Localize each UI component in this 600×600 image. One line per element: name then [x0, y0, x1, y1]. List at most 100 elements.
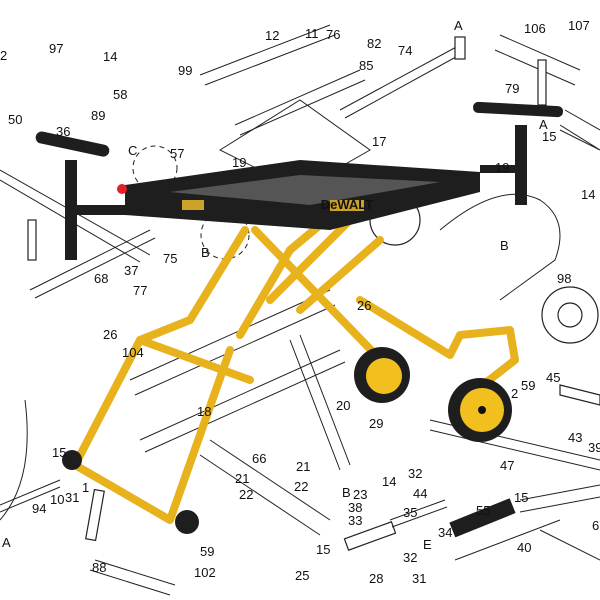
part-label: 38	[348, 500, 362, 515]
part-label: 106	[524, 21, 546, 36]
bracket-45	[559, 384, 600, 406]
part-label: 14	[103, 49, 117, 64]
part-label: 15	[52, 445, 66, 460]
callout-label: C	[128, 143, 137, 158]
foot-cap	[175, 510, 199, 534]
rod-15	[519, 484, 600, 513]
part-label: 19	[495, 160, 509, 175]
part-label: 19	[232, 155, 246, 170]
part-label: 34	[438, 525, 452, 540]
part-label: 33	[348, 513, 362, 528]
part-label: 25	[295, 568, 309, 583]
part-label: 14	[382, 474, 396, 489]
leg-rail-2	[139, 349, 346, 453]
part-label: 88	[92, 560, 106, 575]
part-label: 21	[296, 459, 310, 474]
foot-88	[89, 559, 176, 596]
part-label: 10	[50, 492, 64, 507]
bracket-A	[454, 36, 466, 60]
part-label: 104	[122, 345, 144, 360]
part-label: 28	[369, 571, 383, 586]
part-label: 2	[0, 48, 7, 63]
part-label: 20	[336, 398, 350, 413]
leg-rail-1	[129, 289, 336, 396]
part-label: 23	[353, 487, 367, 502]
wheels	[354, 347, 512, 442]
part-label: 77	[133, 283, 147, 298]
part-label: 89	[91, 108, 105, 123]
part-label: 57	[170, 146, 184, 161]
part-label: 44	[413, 486, 427, 501]
post-79	[537, 59, 547, 106]
leg-rail-b	[289, 334, 351, 471]
part-label: 58	[113, 87, 127, 102]
part-label: 29	[369, 416, 383, 431]
part-label: 35	[403, 505, 417, 520]
part-label: 75	[163, 251, 177, 266]
part-label: 85	[359, 58, 373, 73]
part-label: 26	[103, 327, 117, 342]
strip-82	[234, 69, 366, 136]
part-label: 22	[294, 479, 308, 494]
callout-label: A	[454, 18, 463, 33]
part-label: 2	[511, 386, 518, 401]
part-label: 40	[517, 540, 531, 555]
rod-34	[389, 499, 448, 528]
foot-cap	[62, 450, 82, 470]
detail-C	[132, 145, 178, 191]
cover-outline	[0, 399, 28, 521]
block-28	[343, 521, 397, 551]
part-label: 55	[476, 503, 490, 518]
part-label: 98	[557, 271, 571, 286]
part-label: 74	[398, 43, 412, 58]
rail-68	[29, 229, 156, 299]
bracket-14	[559, 109, 600, 151]
part-label: 43	[568, 430, 582, 445]
part-label: 26	[357, 298, 371, 313]
post-part	[27, 219, 37, 261]
brand-badge-text: DeWALT	[321, 197, 374, 212]
callout-label: A	[539, 117, 548, 132]
part-label: 32	[408, 466, 422, 481]
part-label: 15	[514, 490, 528, 505]
strip-99	[199, 24, 336, 86]
part-label: 12	[265, 28, 279, 43]
grip-55	[449, 498, 516, 538]
part-label: 79	[505, 81, 519, 96]
leg-rail-66	[199, 439, 331, 536]
part-label: 82	[367, 36, 381, 51]
part-label: 22	[239, 487, 253, 502]
left-support-post	[65, 160, 77, 260]
brand-badge	[330, 200, 364, 211]
part-label: 50	[8, 112, 22, 127]
part-label: 1	[82, 480, 89, 495]
left-support-bar	[35, 131, 110, 157]
part-label: 102	[194, 565, 216, 580]
part-label: 11	[305, 26, 319, 41]
part-label: 39	[588, 440, 600, 455]
part-label: 32	[403, 550, 417, 565]
right-support-bar	[473, 101, 563, 118]
tube-74	[339, 44, 466, 119]
callout-label: B	[342, 485, 351, 500]
part-label: 37	[124, 263, 138, 278]
part-labels: 2 97 14 58 50 89 36 99 12 11 76 82 85 74…	[0, 18, 600, 586]
part-label: 76	[326, 27, 340, 42]
part-label: 68	[94, 271, 108, 286]
foot-part	[85, 488, 105, 542]
part-label: 94	[32, 501, 46, 516]
part-label: 31	[65, 490, 79, 505]
line-art-parts	[0, 24, 600, 596]
part-label: 21	[235, 471, 249, 486]
part-label: 47	[500, 458, 514, 473]
callout-label: A	[2, 535, 11, 550]
part-label: 14	[581, 187, 595, 202]
black-table: DeWALT	[35, 101, 563, 260]
callout-label: B	[201, 245, 210, 260]
rod-94	[0, 479, 61, 513]
part-label: 18	[197, 404, 211, 419]
part-label: 36	[56, 124, 70, 139]
callout-label: B	[500, 238, 509, 253]
part-label: 66	[252, 451, 266, 466]
